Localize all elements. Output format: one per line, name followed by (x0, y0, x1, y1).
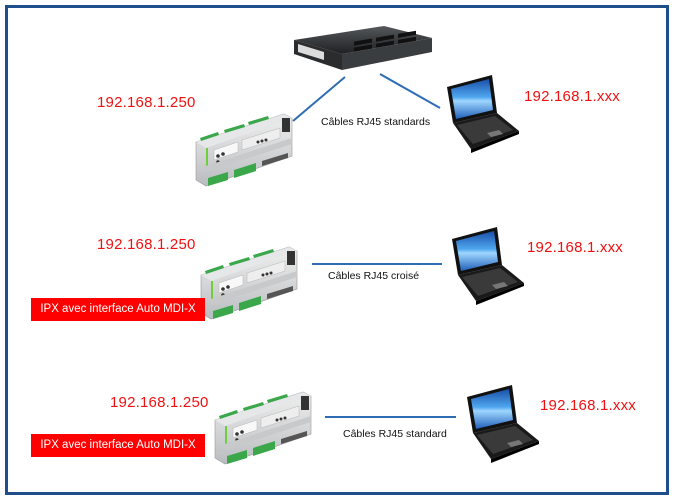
auto-mdix-badge: IPX avec interface Auto MDI-X (31, 298, 205, 321)
controller-ip-label: 192.168.1.250 (110, 394, 209, 411)
network-switch-icon (294, 26, 432, 70)
controller-ip-label: 192.168.1.250 (97, 236, 196, 253)
cable-type-label: Câbles RJ45 standard (343, 428, 447, 440)
pc-ip-label: 192.168.1.xxx (540, 397, 636, 414)
cable-type-label: Câbles RJ45 standards (321, 116, 431, 128)
laptop-icon (467, 385, 539, 463)
controller-ip-label: 192.168.1.250 (97, 94, 196, 111)
diagram-frame (5, 5, 669, 495)
pc-ip-label: 192.168.1.xxx (527, 239, 623, 256)
cable-switch-to-laptop (379, 73, 441, 109)
pc-ip-label: 192.168.1.xxx (524, 88, 620, 105)
din-rail-controller-icon (214, 391, 312, 465)
auto-mdix-badge: IPX avec interface Auto MDI-X (31, 434, 205, 457)
cable-type-label: Câbles RJ45 croisé (328, 270, 420, 282)
